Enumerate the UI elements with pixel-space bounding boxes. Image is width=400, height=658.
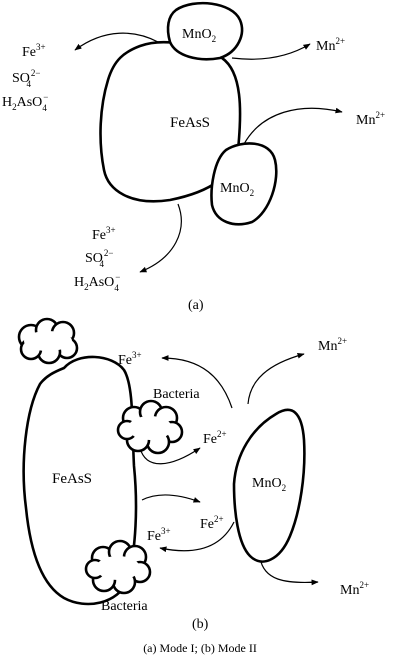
h2aso4-left-label: H2AsO−4 [2, 92, 48, 113]
fe2-top-label: Fe2+ [203, 429, 227, 447]
fe3-bottom-label-b: Fe3+ [147, 526, 171, 544]
so4-bottom-label: SO2−4 [85, 248, 113, 269]
mn-bottom-label-b: Mn2+ [340, 580, 369, 598]
figure-caption: (a) Mode I; (b) Mode II [143, 641, 257, 655]
mineral-label-b: FeAsS [52, 471, 92, 487]
arrow-to-mn-top [231, 43, 311, 60]
h2aso4-bottom-label: H2AsO−4 [74, 272, 120, 293]
mno2-particle-top [166, 1, 244, 61]
arrow-mn-bottom [259, 557, 319, 586]
fe3-bottom-label: Fe3+ [92, 225, 116, 243]
mn-right-label: Mn2+ [356, 110, 385, 128]
so4-left-label: SO2−4 [12, 68, 40, 89]
arrow-to-products-left [74, 32, 159, 51]
arrow-fe3-top [161, 355, 233, 409]
arrow-to-mn-right [243, 107, 343, 145]
mn-top-label: Mn2+ [316, 36, 345, 54]
mno2-label-b: MnO2 [252, 476, 286, 493]
mno2-right-label: MnO2 [220, 181, 254, 198]
mineral-label-a: FeAsS [170, 115, 210, 131]
mno2-particle-right [210, 142, 278, 226]
fe2-bottom-label: Fe2+ [200, 514, 224, 532]
fe3-left-label: Fe3+ [22, 42, 46, 60]
panel-b: FeAsS MnO2 Bacteria Bacteria Fe3+ Fe2+ F… [17, 317, 369, 632]
mno2-top-label: MnO2 [182, 27, 216, 44]
bacteria-cloud-bottom [84, 539, 152, 595]
bacteria-top-label: Bacteria [153, 387, 200, 402]
panel-b-sublabel: (b) [192, 617, 209, 632]
arrow-fe3-bottom [159, 521, 235, 553]
arrow-fe2-top [139, 447, 201, 465]
bacteria-cloud-top [116, 399, 184, 455]
bacteria-cloud-top-left [17, 317, 79, 365]
mn-top-label-b: Mn2+ [318, 336, 347, 354]
mno2-particle-b [232, 408, 306, 563]
arrow-fe2-bottom [141, 494, 201, 503]
fe3-top-label: Fe3+ [118, 350, 142, 368]
arrow-mn-top [247, 352, 305, 405]
arrow-to-products-bottom [139, 203, 182, 273]
feass-particle-b [22, 355, 138, 606]
panel-a: FeAsS MnO2 MnO2 Mn2+ Mn2+ Fe3+ SO2−4 H2A… [2, 1, 385, 313]
panel-a-sublabel: (a) [188, 298, 204, 313]
bacteria-bottom-label: Bacteria [101, 599, 148, 614]
